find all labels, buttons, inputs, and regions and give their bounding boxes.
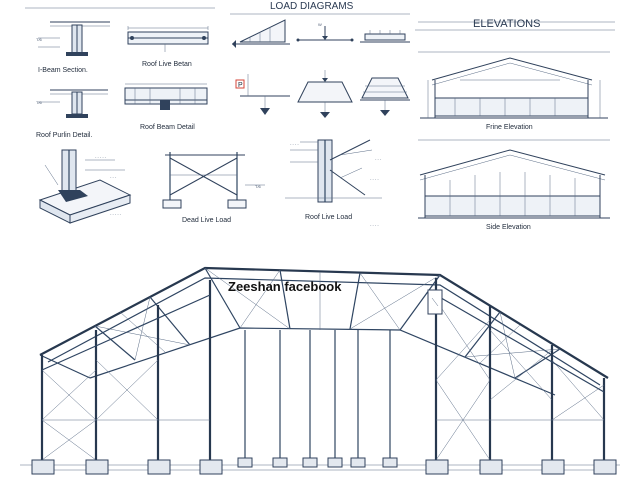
load-diagram-point-load: W	[296, 22, 354, 42]
svg-text:- - - - -: - - - - -	[110, 211, 122, 216]
roof-live-beam-caption: Roof Live Betan	[142, 61, 192, 68]
side-elevation	[418, 139, 610, 219]
title-frame	[25, 7, 615, 31]
svg-text:- - - -: - - - -	[370, 222, 379, 227]
svg-text:W: W	[318, 22, 322, 27]
front-elevation-caption: Frine Elevation	[486, 124, 533, 131]
roof-purlin-caption: Roof Purlin Detail.	[36, 132, 92, 139]
svg-text:- - - - -: - - - - -	[95, 154, 107, 159]
roof-live-beam-detail	[127, 26, 209, 52]
svg-text:- - -: - - -	[375, 156, 382, 161]
side-elevation-caption: Side Elevation	[486, 224, 531, 231]
svg-text:T/6: T/6	[36, 100, 43, 105]
ibeam-caption: I-Beam Section.	[38, 67, 88, 74]
load-diagram-triangular	[232, 19, 290, 48]
load-diagram-udl	[360, 30, 410, 43]
base-plate-detail: - - - - - - - - - - - - -	[38, 149, 132, 224]
load-diagram-stacked	[360, 77, 410, 116]
roof-purlin-detail: T/6	[36, 89, 108, 118]
steel-structure-3d	[20, 266, 620, 475]
elevations-title: ELEVATIONS	[473, 18, 540, 30]
p-marker: P	[238, 82, 243, 89]
svg-text:T/6: T/6	[255, 184, 262, 189]
roof-live-load-detail: - - - - - - - - - - - - - - -	[285, 139, 382, 227]
dead-live-load-frame: T/6	[162, 152, 265, 209]
front-elevation	[418, 51, 610, 119]
dead-live-caption: Dead Live Load	[182, 217, 231, 224]
roof-beam-caption: Roof Beam Detail	[140, 124, 195, 131]
ibeam-dim: T/6	[36, 37, 43, 42]
load-diagram-trapezoid	[297, 70, 353, 118]
svg-text:- - -: - - -	[110, 174, 117, 179]
watermark-text: Zeeshan facebook	[228, 279, 342, 294]
ibeam-section-detail: T/6	[36, 21, 110, 56]
svg-text:- - - -: - - - -	[370, 176, 379, 181]
svg-text:- - - -: - - - -	[290, 141, 299, 146]
load-diagram-p	[235, 74, 290, 115]
roof-live-load-caption: Roof Live Load	[305, 214, 352, 221]
load-diagrams-title: LOAD DIAGRAMS	[270, 1, 354, 12]
roof-beam-detail	[124, 83, 208, 110]
